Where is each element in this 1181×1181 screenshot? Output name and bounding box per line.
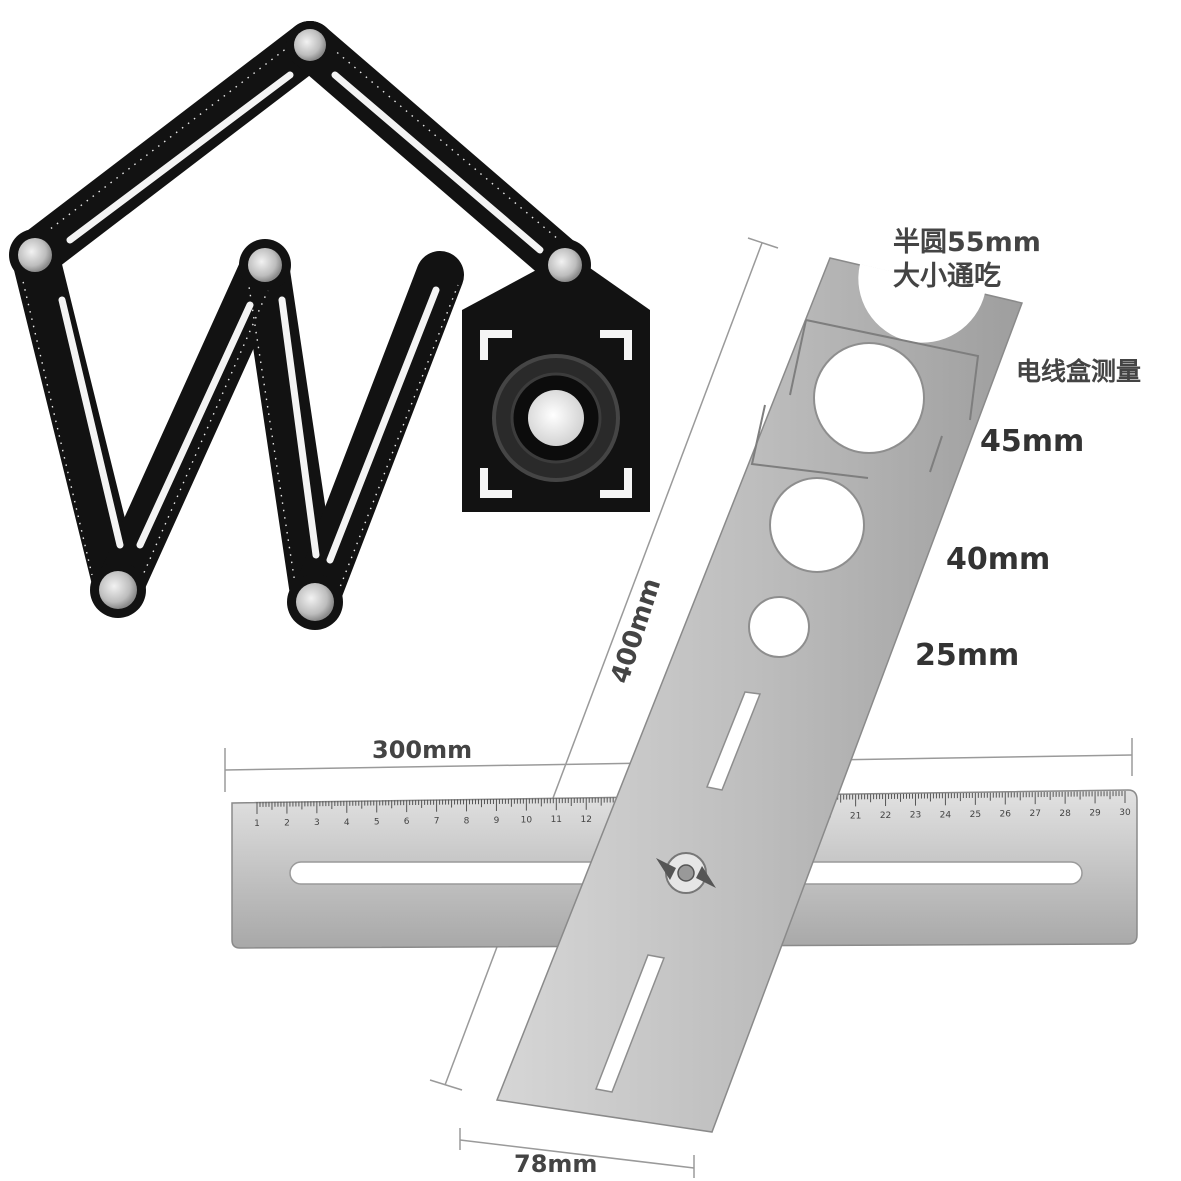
ruler-tick-label: 3 — [314, 818, 320, 828]
locator-lens — [528, 390, 584, 446]
ruler-tick-label: 27 — [1029, 809, 1040, 819]
ruler-tick-label: 26 — [1000, 810, 1012, 820]
folding-angle-ruler — [9, 21, 650, 630]
hole-25mm — [748, 596, 810, 658]
ruler-tick-label: 12 — [581, 815, 592, 825]
hole-45mm — [813, 342, 925, 454]
ruler-arm — [241, 241, 339, 624]
square-locator-plate — [462, 268, 650, 512]
diagonal-steel-plate — [495, 257, 1024, 1133]
semicircle-label: 半圆55mm 大小通吃 — [893, 226, 1041, 294]
ruler-arm — [286, 21, 589, 289]
ruler-tick-label: 8 — [464, 816, 470, 826]
ruler-tick-label: 22 — [880, 811, 891, 821]
ruler-tick-label: 1 — [254, 819, 260, 829]
ruler-tick-label: 30 — [1119, 808, 1131, 818]
ruler-tick-label: 25 — [970, 810, 981, 820]
width-78-label: 78mm — [514, 1150, 598, 1178]
ruler-tick-label: 6 — [404, 817, 410, 827]
ruler-tick-label: 21 — [850, 811, 861, 821]
ruler-tick-label: 23 — [910, 811, 921, 821]
semicircle-label-line2: 大小通吃 — [893, 261, 1001, 292]
wing-nut — [656, 852, 716, 894]
ruler-tick-label: 4 — [344, 818, 350, 828]
semicircle-notch — [858, 264, 985, 343]
ruler-tick-label: 2 — [284, 819, 290, 829]
ruler-tick-label: 9 — [494, 816, 500, 826]
ruler-tick-label: 28 — [1059, 809, 1071, 819]
ruler-pivots — [9, 21, 591, 630]
ruler-arm — [11, 231, 142, 614]
semicircle-label-line1: 半圆55mm — [893, 227, 1041, 258]
hole-40mm — [769, 477, 865, 573]
ruler-tick-label: 10 — [521, 816, 533, 826]
ruler-arm — [11, 21, 334, 279]
ruler-tick-label: 5 — [374, 817, 380, 827]
ruler-tick-label: 29 — [1089, 808, 1101, 818]
hole-45-label: 45mm — [980, 424, 1085, 459]
ruler-tick-label: 24 — [940, 810, 952, 820]
junction-box-outline — [750, 319, 980, 479]
upper-slot — [705, 691, 762, 791]
hole-40-label: 40mm — [946, 542, 1051, 577]
ruler-tick-label: 7 — [434, 817, 440, 827]
lower-slot — [594, 954, 666, 1093]
length-300-label: 300mm — [372, 736, 473, 764]
ruler-tick-label: 11 — [551, 815, 562, 825]
junction-box-label: 电线盒测量 — [1016, 357, 1142, 386]
hole-25-label: 25mm — [915, 638, 1020, 673]
